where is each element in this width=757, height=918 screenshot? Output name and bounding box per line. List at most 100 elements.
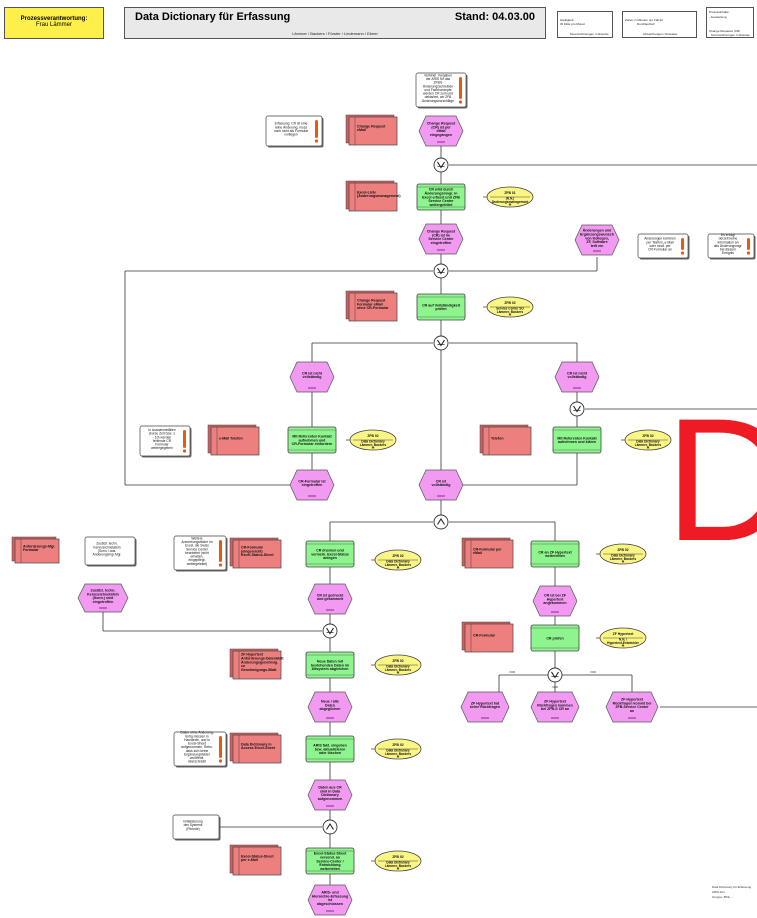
function-func-mail-sc <box>305 847 355 875</box>
event-event-form-received <box>289 469 335 501</box>
note-note-weitere <box>173 535 228 572</box>
zfb01-role-text: (N.N.)Änderungsmanagement <box>492 196 529 204</box>
xor-connector <box>433 157 449 173</box>
function-func-check <box>416 293 466 321</box>
zfb02f-text: ZFB 02 <box>392 659 403 663</box>
process-owner-label: Prozessverantwortung: <box>20 16 88 22</box>
event-event-not-ok <box>289 361 335 393</box>
role-tag-text: M <box>509 313 512 317</box>
telefon-text: Telefon <box>491 436 504 440</box>
function-func-print <box>305 540 355 568</box>
function-func-contact2 <box>552 426 602 454</box>
function-func-pruefen <box>530 624 580 652</box>
document-cr-email <box>345 114 398 146</box>
zfb02-text: ZFB 02 <box>504 301 515 305</box>
note-note-erfassung <box>265 115 324 148</box>
legend-frequency-line1: Häufigkeit: <box>560 18 575 22</box>
title-box: Data Dictionary für Erfassung Stand: 04.… <box>124 7 546 39</box>
zfb02d-text: ZFB 02 <box>392 554 403 558</box>
legend-contents-foot: Kennzeichnungen / Hinweise <box>711 33 750 37</box>
role-zfb02e <box>596 543 647 565</box>
cr-form-excel-text: CR-Formular(eingereicht)Excel-Status-She… <box>241 545 274 557</box>
role-zfb02c <box>621 429 672 451</box>
legend-times: Zeiten in Minuten pro Fall für Durchlauf… <box>622 11 697 38</box>
legend-times-line2: Durchlaufzeit <box>637 22 655 26</box>
event-event-changes <box>574 224 620 256</box>
role-zfb02 <box>483 296 534 318</box>
watermark-letter: D <box>665 383 757 578</box>
sheet-sage-text: Anforderungs-Mgr.Formular <box>23 544 55 552</box>
document-cr-form-email2 <box>461 537 514 569</box>
xor-connector <box>322 623 338 639</box>
document-zf-status <box>229 648 282 680</box>
role-zfb02d <box>371 549 422 571</box>
legend-contents-line1: Prozessinhalte: <box>709 10 730 14</box>
process-owner-box: Prozessverantwortung: Frau Lämmer <box>4 7 104 39</box>
event-event-updated <box>307 779 353 811</box>
excel-list-text: Excel-Liste(Änderungsmanagement) <box>357 190 401 198</box>
event-event-zf-received <box>532 585 578 617</box>
footer-line2: ARIS.info <box>712 890 725 894</box>
xor-connector <box>569 401 585 417</box>
role-tag-text: M <box>509 203 512 207</box>
process-owner-name: Frau Lämmer <box>35 22 72 28</box>
role-tag-text: M <box>622 560 625 564</box>
note-note-no-info <box>707 233 756 260</box>
zfb02c-text: ZFB 02 <box>642 434 653 438</box>
mail-phone-text: e-Mail Telefon <box>219 436 243 440</box>
role-zf-hyper <box>596 627 647 649</box>
xor-connector <box>433 335 449 351</box>
event-event-compared <box>307 691 353 723</box>
note-note-init <box>172 814 221 841</box>
event-event-cr-sc <box>418 223 464 255</box>
function-func-cr-excel <box>416 183 466 211</box>
function-func-update <box>305 735 355 763</box>
legend-frequency-foot: Kennzeichnungen / Hinweise <box>570 32 609 36</box>
and-connector <box>433 514 449 530</box>
page-title: Data Dictionary für Erfassung <box>135 11 291 23</box>
role-zfb02h <box>371 850 422 872</box>
role-tag-text: M <box>397 671 400 675</box>
event-event-not-complete <box>554 361 600 393</box>
document-sheet-sage <box>11 536 60 564</box>
note-top-note <box>415 72 468 109</box>
event-event-cr-received <box>418 115 464 147</box>
note-rueck-text: In Ausnahmefällen(kurze Zeit bzw. 1- 10)… <box>148 428 175 450</box>
func-pruefen-text: CR prüfen <box>546 636 563 640</box>
role-zfb02b <box>346 429 397 451</box>
legend-contents-line2: - Auswertung <box>709 15 727 19</box>
event-zusatz-text: Zusätzl. techn.Kennzeichnetafeln(Sonn.) … <box>87 588 119 604</box>
role-tag-text: M <box>397 755 400 759</box>
role-zfb01 <box>483 186 534 208</box>
cr-formular-text: CR-Formular <box>473 633 496 637</box>
role-tag-text: M <box>647 446 650 450</box>
